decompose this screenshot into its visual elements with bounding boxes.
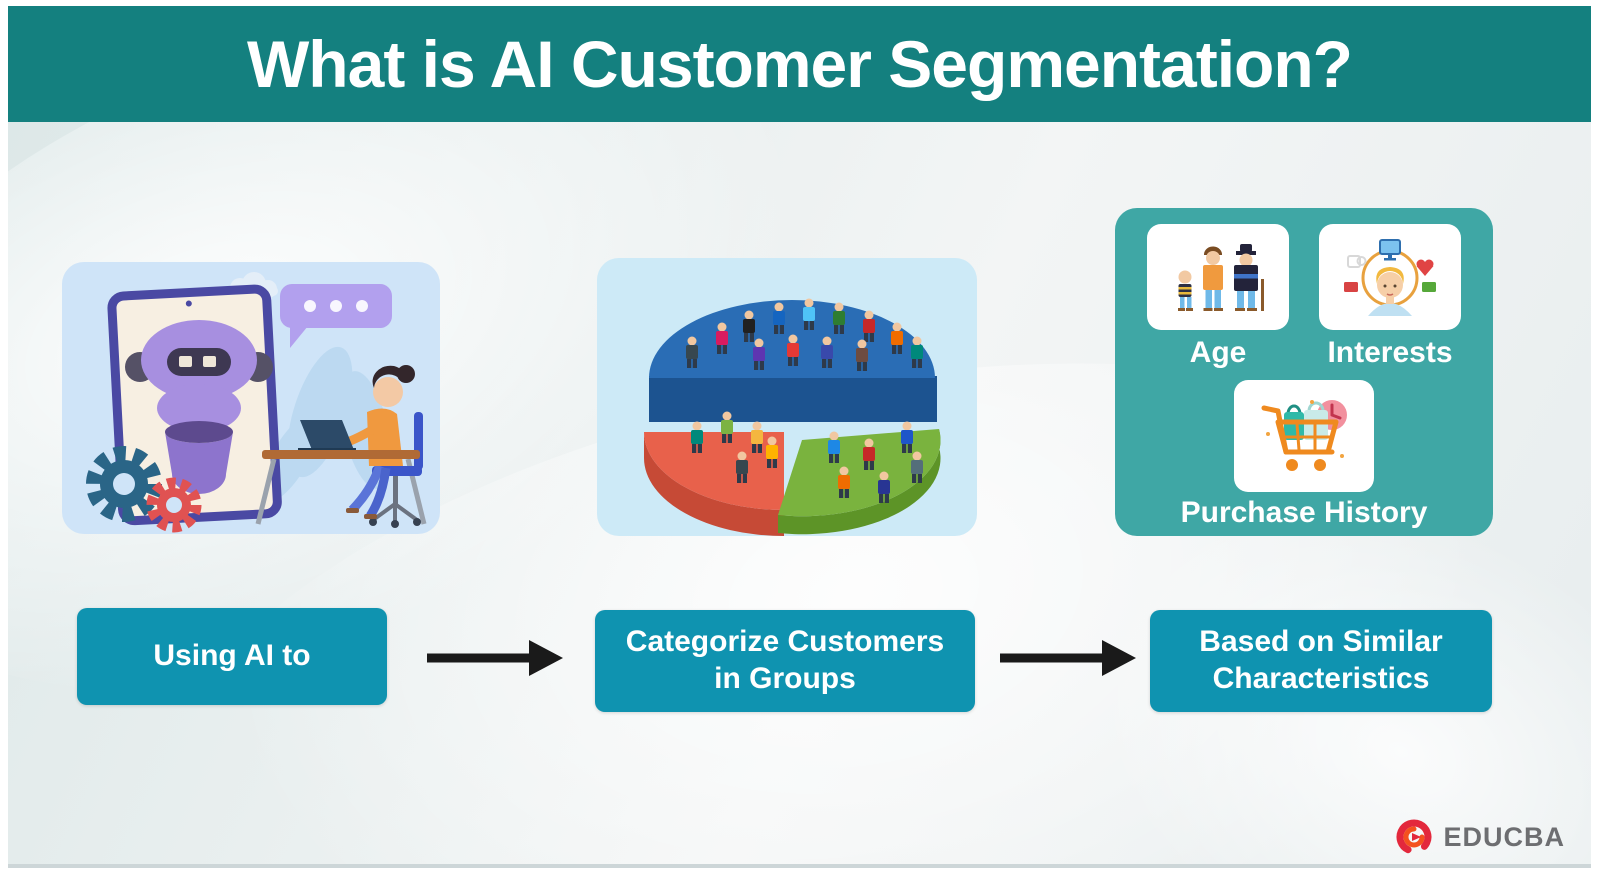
age-card	[1147, 224, 1289, 330]
educba-swirl-icon	[1396, 819, 1432, 855]
purchase-history-card	[1234, 380, 1374, 492]
age-label: Age	[1189, 336, 1247, 369]
title-banner: What is AI Customer Segmentation?	[8, 6, 1591, 122]
flow-step-label-line1: Based on Similar	[1199, 625, 1443, 659]
age-generations-icon	[1178, 244, 1264, 311]
ai-chatbot-robot-illustration	[86, 272, 427, 533]
interests-person-icon	[1344, 239, 1436, 316]
right-arrow-icon	[1000, 640, 1136, 676]
flow-step-label-line2: in Groups	[714, 662, 856, 695]
gears-icon	[86, 446, 202, 533]
flow-step-label-line2: Characteristics	[1212, 662, 1430, 695]
flow-step-using-ai: Using AI to	[77, 608, 387, 705]
educba-logo: EDUCBA	[1393, 816, 1565, 858]
shopping-cart-clock-icon	[1261, 400, 1347, 471]
flow-step-label: Using AI to	[153, 639, 311, 673]
educba-logo-text: EDUCBA	[1443, 821, 1565, 852]
page-title: What is AI Customer Segmentation?	[247, 27, 1353, 101]
flow-step-categorize: Categorize Customers in Groups	[595, 610, 975, 712]
purchase-history-label: Purchase History	[1180, 496, 1428, 529]
flow-step-label-line1: Categorize Customers	[625, 625, 945, 659]
criteria-panel: Age	[1115, 208, 1493, 536]
interests-label: Interests	[1327, 336, 1453, 369]
interests-card	[1319, 224, 1461, 330]
customer-groups-panel	[597, 258, 977, 536]
bottom-edge-strip	[8, 864, 1591, 868]
ai-chatbot-panel	[62, 262, 440, 534]
pie-chart-people-illustration	[644, 298, 941, 536]
content-area: Age	[8, 122, 1591, 868]
chat-bubble-icon	[280, 284, 392, 348]
right-arrow-icon	[427, 640, 563, 676]
flow-step-based-on: Based on Similar Characteristics	[1150, 610, 1492, 712]
